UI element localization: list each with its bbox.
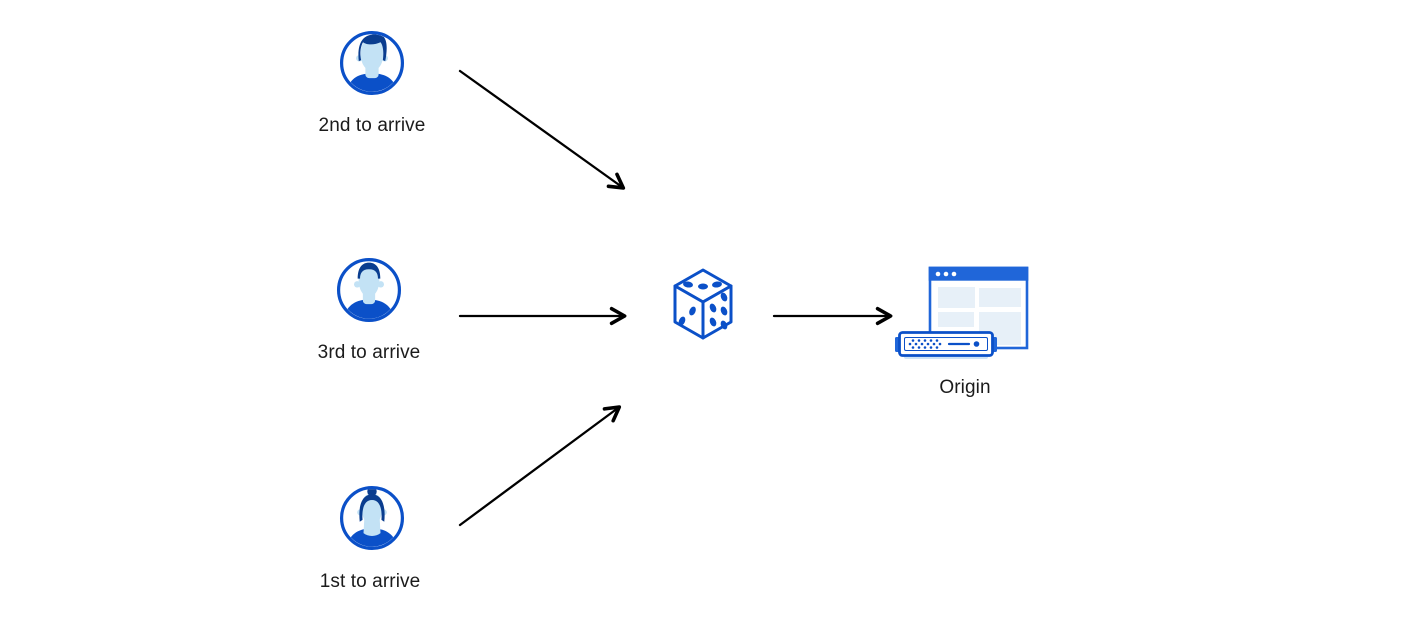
male-user-avatar-icon <box>339 30 405 96</box>
dice-icon <box>673 268 733 340</box>
node-label: 2nd to arrive <box>318 115 426 136</box>
edge-user-bottom-to-dice <box>458 405 622 527</box>
node-label: 3rd to arrive <box>317 342 421 363</box>
node-origin: Origin <box>890 258 1030 398</box>
edge-user-top-to-dice <box>458 69 626 190</box>
node-user-bottom: 1st to arrive <box>320 484 420 592</box>
node-dice <box>667 264 739 344</box>
node-label: 1st to arrive <box>319 571 421 592</box>
origin-server-icon <box>895 266 1029 359</box>
node-user-top: 2nd to arrive <box>319 29 425 136</box>
male-user-avatar-icon <box>336 257 402 323</box>
node-label: Origin <box>939 377 991 398</box>
node-user-middle: 3rd to arrive <box>318 256 420 363</box>
female-user-avatar-icon <box>339 485 405 551</box>
